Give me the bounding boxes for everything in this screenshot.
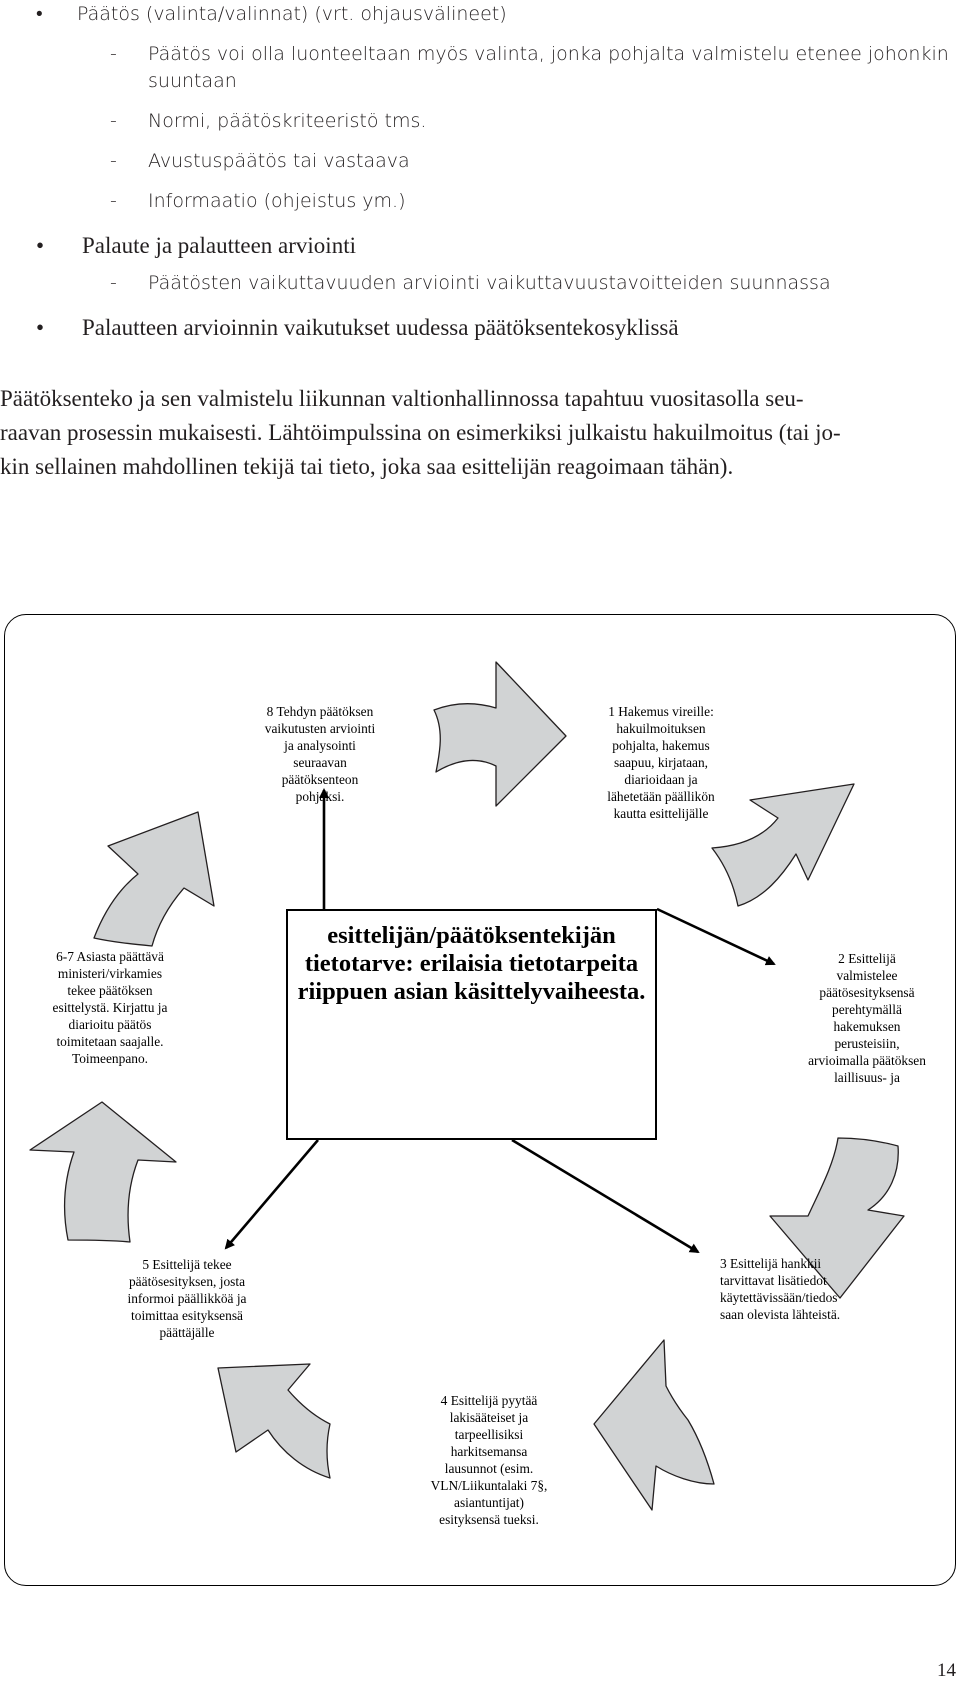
dash: - bbox=[110, 272, 117, 294]
connector-to-step5 bbox=[224, 1139, 319, 1250]
dash: - bbox=[110, 150, 117, 172]
bullet-feedback: Palaute ja palautteen arviointi bbox=[82, 233, 356, 258]
bullet-feedback-effects: Palautteen arvioinnin vaikutukset uudess… bbox=[82, 315, 679, 340]
step-6-7-label: 6-7 Asiasta päättävä ministeri/virkamies… bbox=[52, 949, 168, 1066]
dash: - bbox=[110, 190, 117, 212]
sub-bullet-choice: Päätös voi olla luonteeltaan myös valint… bbox=[148, 43, 949, 65]
cycle-arrow-right bbox=[769, 1137, 905, 1299]
cycle-arrow-upper-right bbox=[711, 783, 855, 907]
cycle-arrow-upper-left bbox=[93, 811, 215, 947]
sub-bullet-info: Informaatio (ohjeistus ym.) bbox=[148, 190, 406, 212]
body-paragraph-line: kin sellainen mahdollinen tekijä tai tie… bbox=[0, 454, 734, 479]
cycle-arrow-lower-left bbox=[217, 1363, 331, 1479]
body-paragraph-line: Päätöksenteko ja sen valmistelu liikunna… bbox=[0, 386, 804, 411]
cycle-arrow-left bbox=[29, 1101, 177, 1243]
cycle-arrow-top bbox=[433, 661, 567, 807]
sub-bullet-norm: Normi, päätöskriteeristö tms. bbox=[148, 110, 427, 132]
dash: - bbox=[110, 43, 117, 65]
step-2-label: 2 Esittelijä valmistelee päätösesityksen… bbox=[808, 951, 926, 1085]
sub-bullet-impact: Päätösten vaikuttavuuden arviointi vaiku… bbox=[148, 272, 831, 294]
connector-to-step3 bbox=[511, 1138, 700, 1254]
step-8-label: 8 Tehdyn päätöksen vaikutusten arviointi… bbox=[264, 704, 376, 804]
bullet-dot: • bbox=[36, 233, 45, 258]
bullet-decision: Päätös (valinta/valinnat) (vrt. ohjausvä… bbox=[77, 3, 507, 25]
center-info-text: esittelijän/päätöksentekijän tietotarve:… bbox=[297, 922, 646, 1005]
step-1-label: 1 Hakemus vireille: hakuilmoituksen pohj… bbox=[607, 704, 715, 821]
bullet-dot: • bbox=[36, 3, 43, 25]
center-info-box: esittelijän/päätöksentekijän tietotarve:… bbox=[286, 909, 657, 1140]
step-5-label: 5 Esittelijä tekee päätösesityksen, jost… bbox=[127, 1257, 247, 1340]
bullet-dot: • bbox=[36, 315, 45, 340]
body-paragraph-line: raavan prosessin mukaisesti. Lähtöimpuls… bbox=[0, 420, 841, 445]
sub-bullet-grant: Avustuspäätös tai vastaava bbox=[148, 150, 410, 172]
connector-to-step2 bbox=[656, 907, 776, 966]
page-number: 14 bbox=[937, 1660, 956, 1681]
dash: - bbox=[110, 110, 117, 132]
cycle-arrow-lower-right bbox=[593, 1339, 715, 1511]
sub-bullet-choice-cont: suuntaan bbox=[148, 70, 237, 92]
step-3-label: 3 Esittelijä hankkii tarvittavat lisätie… bbox=[720, 1256, 841, 1322]
step-4-label: 4 Esittelijä pyytää lakisääteiset ja tar… bbox=[430, 1393, 548, 1527]
diagram-frame bbox=[4, 614, 956, 1586]
